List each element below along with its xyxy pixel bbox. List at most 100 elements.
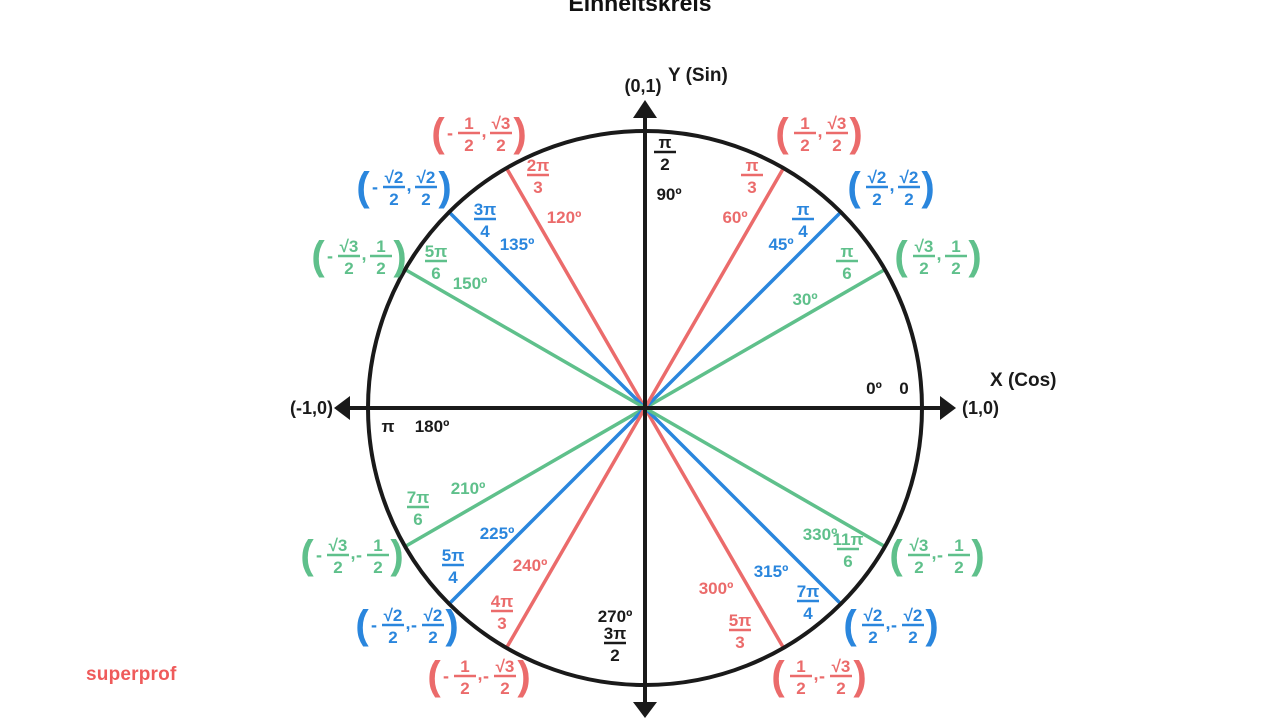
brand-logo: superprof — [86, 664, 177, 685]
coord-label-45: (√22,√22) — [847, 165, 934, 209]
coord-x-315-numerator: √2 — [864, 606, 883, 625]
coord-y-225: √22 — [422, 606, 444, 647]
degree-label-150: 150º — [453, 274, 488, 293]
coord-x-sign-210: - — [316, 545, 322, 565]
coord-x-30: √32 — [913, 237, 935, 278]
radian-label-60-denominator: 3 — [747, 178, 756, 197]
axis-zero-radian: 0 — [899, 379, 908, 398]
ray-300 — [643, 407, 786, 649]
coord-comma-315: , — [885, 613, 890, 633]
coord-y-315-denominator: 2 — [908, 628, 917, 647]
coord-open-paren-315: ( — [843, 603, 857, 647]
degree-label-30: 30º — [792, 290, 817, 309]
coord-x-210: √32 — [327, 536, 349, 577]
coord-x-300-numerator: 1 — [796, 657, 805, 676]
coord-x-45: √22 — [866, 168, 888, 209]
coord-close-paren-240: ) — [517, 654, 530, 698]
coord-y-60: √32 — [826, 114, 848, 155]
radian-label-60-numerator: π — [745, 156, 758, 175]
coord-x-60: 12 — [794, 114, 816, 155]
coord-close-paren-225: ) — [445, 603, 458, 647]
point-right: (1,0) — [962, 398, 999, 418]
coord-x-240: 12 — [454, 657, 476, 698]
radian-label-45: π4 — [792, 200, 814, 241]
axis-top-degree: 90º — [656, 185, 681, 204]
coord-y-30-denominator: 2 — [951, 259, 960, 278]
ray-315 — [643, 406, 843, 606]
coord-y-300-numerator: √3 — [832, 657, 851, 676]
ray-210 — [404, 406, 646, 549]
coord-x-240-denominator: 2 — [460, 679, 469, 698]
coord-comma-45: , — [889, 175, 894, 195]
coord-close-paren-300: ) — [853, 654, 866, 698]
coord-y-240-numerator: √3 — [496, 657, 515, 676]
coord-comma-135: , — [406, 175, 411, 195]
radian-label-150-denominator: 6 — [431, 264, 440, 283]
degree-label-240: 240º — [513, 556, 548, 575]
radian-label-45-numerator: π — [796, 200, 809, 219]
coord-y-30: 12 — [945, 237, 967, 278]
radian-label-120: 2π3 — [527, 156, 549, 197]
coord-y-120-denominator: 2 — [496, 136, 505, 155]
coord-x-225-denominator: 2 — [388, 628, 397, 647]
coord-close-paren-45: ) — [921, 165, 934, 209]
radian-label-60: π3 — [741, 156, 763, 197]
degree-label-120: 120º — [547, 208, 582, 227]
radian-label-315-numerator: 7π — [797, 582, 819, 601]
radian-label-330-numerator: 11π — [833, 530, 864, 549]
coord-x-30-denominator: 2 — [919, 259, 928, 278]
coord-y-sign-240: - — [483, 666, 489, 686]
coord-x-120: 12 — [458, 114, 480, 155]
coord-x-sign-225: - — [371, 615, 377, 635]
radian-label-45-denominator: 4 — [798, 222, 808, 241]
coord-x-330-denominator: 2 — [914, 558, 923, 577]
axis-bottom-radian-denominator: 2 — [610, 646, 619, 665]
coord-y-300: √32 — [830, 657, 852, 698]
coord-x-150-denominator: 2 — [344, 259, 353, 278]
degree-label-300: 300º — [699, 579, 734, 598]
coord-y-330-numerator: 1 — [954, 536, 963, 555]
coord-open-paren-120: ( — [431, 111, 445, 155]
coord-y-210: 12 — [367, 536, 389, 577]
coord-open-paren-225: ( — [355, 603, 369, 647]
degree-label-315: 315º — [754, 562, 789, 581]
coord-x-120-denominator: 2 — [464, 136, 473, 155]
coord-label-210: (-√32,-12) — [300, 533, 403, 577]
radian-label-30: π6 — [836, 242, 858, 283]
coord-label-315: (√22,-√22) — [843, 603, 938, 647]
radian-label-300: 5π3 — [729, 611, 751, 652]
y-axis-top-arrow-icon — [633, 100, 657, 118]
ray-225 — [447, 406, 647, 606]
coord-x-120-numerator: 1 — [464, 114, 473, 133]
coord-comma-330: , — [931, 543, 936, 563]
coord-close-paren-30: ) — [968, 234, 981, 278]
coord-y-210-denominator: 2 — [373, 558, 382, 577]
radian-label-315-denominator: 4 — [803, 604, 813, 623]
coord-y-225-numerator: √2 — [424, 606, 443, 625]
coord-x-45-denominator: 2 — [872, 190, 881, 209]
degree-label-330: 330º — [803, 525, 838, 544]
y-axis — [633, 100, 657, 718]
coord-open-paren-210: ( — [300, 533, 314, 577]
x-axis-right-arrow-icon — [940, 396, 956, 420]
coord-close-paren-135: ) — [438, 165, 451, 209]
coord-y-150: 12 — [370, 237, 392, 278]
coord-label-225: (-√22,-√22) — [355, 603, 458, 647]
radian-label-30-denominator: 6 — [842, 264, 851, 283]
radian-label-240-numerator: 4π — [491, 592, 513, 611]
coord-x-315: √22 — [862, 606, 884, 647]
radian-label-300-numerator: 5π — [729, 611, 751, 630]
coord-y-sign-300: - — [819, 666, 825, 686]
coord-x-150-numerator: √3 — [340, 237, 359, 256]
coord-x-60-denominator: 2 — [800, 136, 809, 155]
coord-y-60-numerator: √3 — [828, 114, 847, 133]
coord-x-135-denominator: 2 — [389, 190, 398, 209]
coord-x-135: √22 — [383, 168, 405, 209]
axis-bottom-degree: 270º — [598, 607, 633, 626]
ray-240 — [504, 407, 647, 649]
ray-60 — [643, 167, 786, 409]
coord-y-sign-225: - — [411, 615, 417, 635]
coordinate-labels: (√32,12)(√22,√22)(12,√32)(-12,√32)(-√22,… — [300, 111, 984, 698]
